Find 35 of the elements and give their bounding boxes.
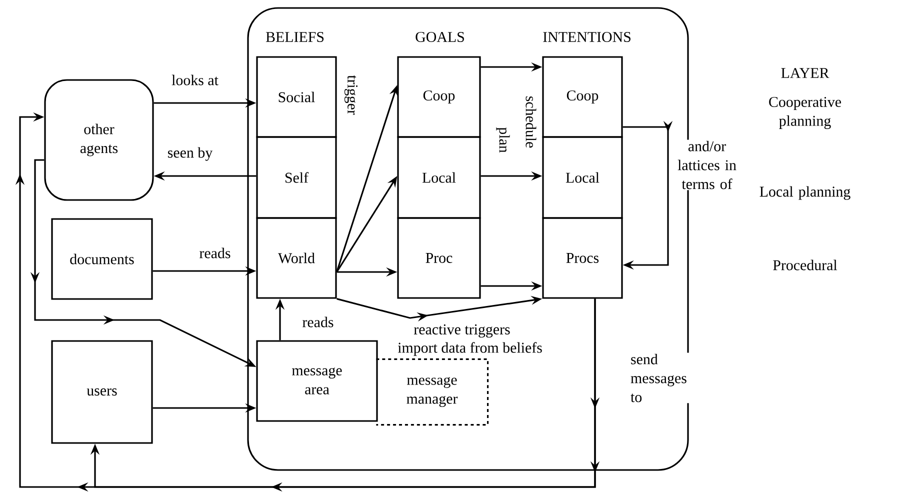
belief-box: Social xyxy=(256,56,337,138)
goal-box: Coop xyxy=(397,56,481,138)
layer-label: Local planning xyxy=(760,186,850,200)
edge-label: send messages to xyxy=(630,352,706,404)
agent-box: other agents xyxy=(44,79,154,201)
edge-label: trigger xyxy=(343,74,359,116)
goal-box: Proc xyxy=(397,217,481,299)
message-area-box: message area xyxy=(256,340,378,422)
document-box: documents xyxy=(51,218,153,300)
layer-heading: LAYER xyxy=(781,68,830,78)
intention-box: Coop xyxy=(542,56,623,138)
belief-box: World xyxy=(256,217,337,299)
arrow xyxy=(90,298,600,492)
arrow xyxy=(622,120,673,270)
note-text: import data from beliefs xyxy=(398,342,542,356)
layer-label: Procedural xyxy=(773,260,838,270)
edge-label: looks at xyxy=(170,74,220,86)
column-heading: INTENTIONS xyxy=(543,32,630,42)
vertical-label: schedule xyxy=(526,96,536,148)
layer-label: Cooperative planning xyxy=(769,96,841,129)
goal-box: Local xyxy=(397,136,481,219)
belief-box: Self xyxy=(256,136,337,219)
intention-box: Local xyxy=(542,136,623,219)
edge-label: seen by xyxy=(166,146,214,162)
intention-box: Procs xyxy=(542,217,623,299)
edge-label: reads xyxy=(198,246,232,260)
column-heading: GOALS xyxy=(416,32,464,42)
user-box: users xyxy=(51,340,153,444)
edge-label: reads xyxy=(301,316,335,328)
message-manager-box: message manager xyxy=(376,358,489,426)
arrow xyxy=(15,112,600,492)
edge-label: and/or lattices in terms of xyxy=(675,140,739,190)
column-heading: BELIEFS xyxy=(266,32,324,42)
edge-label: plan xyxy=(495,126,511,154)
note-text: reactive triggers xyxy=(414,324,510,338)
